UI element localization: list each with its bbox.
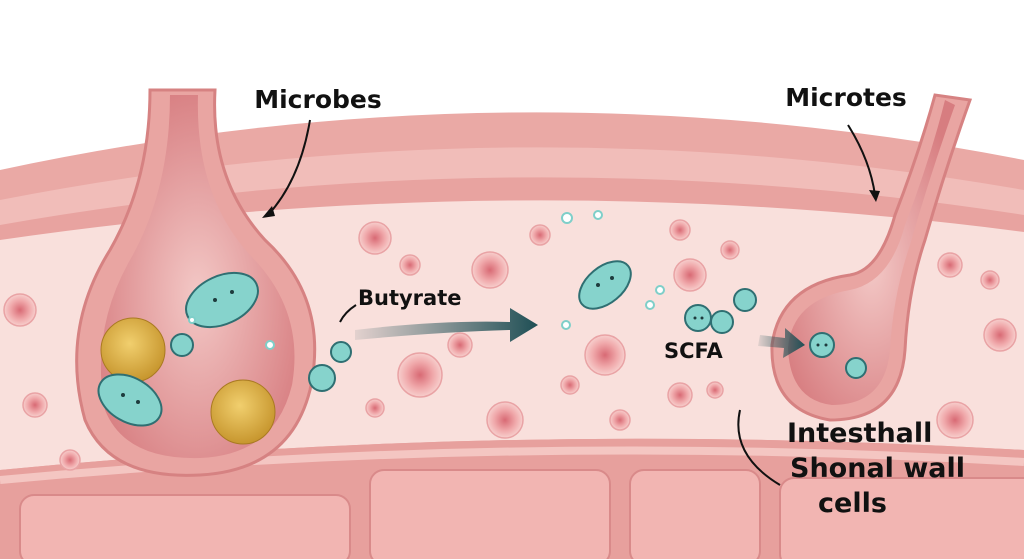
microbe-faces [121,276,828,404]
callout-line-butyrate [339,304,357,323]
callout-line-wall [737,409,781,486]
right-gland-interior [788,100,955,405]
callout-line-left [267,119,311,216]
scfa-arrow [758,328,805,358]
scfa-bubbles [188,210,665,350]
fiber-particle [210,379,276,445]
fiber-particle [100,317,166,383]
callout-line-right [847,124,876,196]
label-wall-line2: Shonal wall [790,453,965,484]
label-microbes-left: Microbes [254,85,382,114]
label-butyrate: Butyrate [358,286,462,310]
lumen-cells [3,219,1017,471]
callout-arrowhead-right [869,190,880,202]
butyrate-arrow [355,308,538,342]
label-wall-line1: Intesthall [787,418,932,449]
microbes [97,260,867,427]
tissue-cells [19,469,1024,559]
label-microbes-right: Microtes [785,83,907,112]
callout-arrowhead-left [262,206,275,218]
label-wall-line3: cells [818,488,887,519]
label-scfa: SCFA [664,339,723,363]
